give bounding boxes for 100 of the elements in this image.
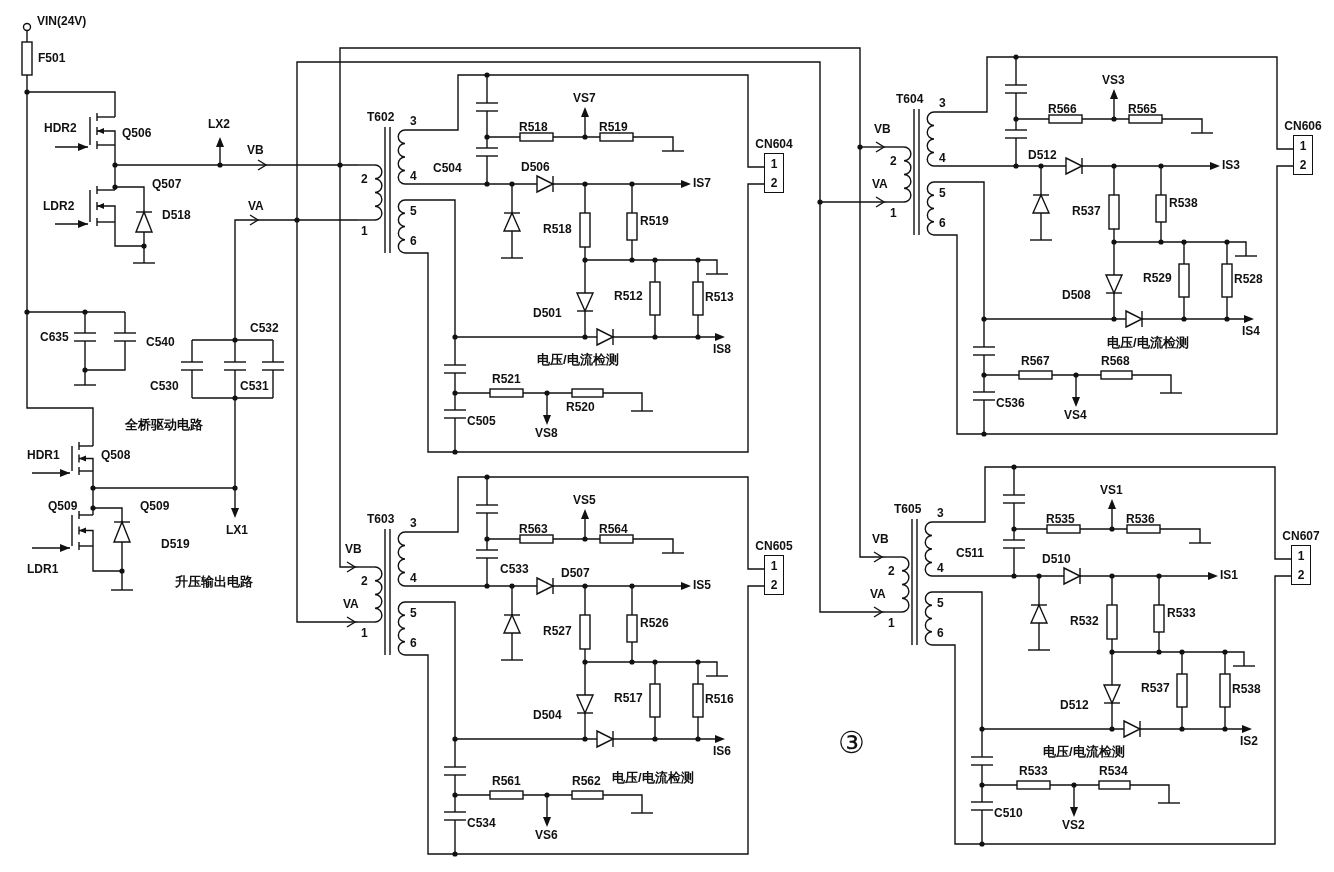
part-label: D507 bbox=[561, 567, 590, 579]
signal-label: IS1 bbox=[1220, 569, 1238, 581]
part-label: C511 bbox=[956, 547, 985, 559]
pin-number: 6 bbox=[410, 637, 417, 649]
part-label: D504 bbox=[533, 709, 562, 721]
pin-number: 2 bbox=[361, 173, 368, 185]
connector-box: 1 2 bbox=[764, 555, 784, 595]
part-label: R567 bbox=[1021, 355, 1050, 367]
part-label: R533 bbox=[1167, 607, 1196, 619]
connector-label: CN604 bbox=[755, 137, 793, 151]
signal-label: IS4 bbox=[1242, 325, 1260, 337]
part-label: R534 bbox=[1099, 765, 1128, 777]
part-label: R561 bbox=[492, 775, 521, 787]
part-label: Q509 bbox=[140, 500, 170, 512]
part-label: T603 bbox=[367, 513, 395, 525]
signal-label: VB bbox=[247, 144, 264, 156]
signal-label: IS7 bbox=[693, 177, 711, 189]
part-label: R562 bbox=[572, 775, 601, 787]
part-label: R520 bbox=[566, 401, 595, 413]
part-label: D512 bbox=[1060, 699, 1089, 711]
part-label: C635 bbox=[40, 331, 69, 343]
part-label: R565 bbox=[1128, 103, 1157, 115]
part-label: T602 bbox=[367, 111, 395, 123]
signal-label: VS4 bbox=[1064, 409, 1087, 421]
pin-number: 5 bbox=[939, 187, 946, 199]
signal-label: IS5 bbox=[693, 579, 711, 591]
part-label: D512 bbox=[1028, 149, 1057, 161]
connector-label: CN605 bbox=[755, 539, 793, 553]
part-label: R526 bbox=[640, 617, 669, 629]
pin-number: 2 bbox=[888, 565, 895, 577]
part-label: R529 bbox=[1143, 272, 1172, 284]
part-label: R518 bbox=[519, 121, 548, 133]
pin-number: 1 bbox=[361, 627, 368, 639]
pin-number: 2 bbox=[890, 155, 897, 167]
part-label: T605 bbox=[894, 503, 922, 515]
circuit-note: 电压/电流检测 bbox=[1107, 336, 1189, 349]
signal-label: HDR1 bbox=[27, 449, 60, 461]
signal-label: IS6 bbox=[713, 745, 731, 757]
part-label: D519 bbox=[161, 538, 190, 550]
pin-number: 4 bbox=[939, 152, 946, 164]
connector-label: CN607 bbox=[1282, 529, 1320, 543]
pin-number: 4 bbox=[410, 572, 417, 584]
signal-label: LDR2 bbox=[43, 200, 75, 212]
circuit-note: 全桥驱动电路 bbox=[125, 418, 203, 431]
part-label: R538 bbox=[1232, 683, 1261, 695]
part-label: R563 bbox=[519, 523, 548, 535]
part-label: R538 bbox=[1169, 197, 1198, 209]
circuit-note: 电压/电流检测 bbox=[537, 353, 619, 366]
signal-label: VA bbox=[872, 178, 888, 190]
pin-number: 6 bbox=[410, 235, 417, 247]
part-label: R533 bbox=[1019, 765, 1048, 777]
part-label: R518 bbox=[543, 223, 572, 235]
part-label: C504 bbox=[433, 162, 462, 174]
part-label: C510 bbox=[994, 807, 1023, 819]
part-label: C532 bbox=[250, 322, 279, 334]
part-label: Q506 bbox=[122, 127, 152, 139]
part-label: R527 bbox=[543, 625, 572, 637]
part-label: T604 bbox=[896, 93, 924, 105]
pin-number: 5 bbox=[937, 597, 944, 609]
part-label: C531 bbox=[240, 380, 269, 392]
signal-label: LX1 bbox=[226, 524, 248, 536]
pin-number: 5 bbox=[410, 205, 417, 217]
connector-box: 1 2 bbox=[1293, 135, 1313, 175]
pin-number: 3 bbox=[410, 517, 417, 529]
pin-number: 3 bbox=[937, 507, 944, 519]
pin-number: 4 bbox=[410, 170, 417, 182]
pin-number: 1 bbox=[890, 207, 897, 219]
part-label: C533 bbox=[500, 563, 529, 575]
part-label: R519 bbox=[599, 121, 628, 133]
connector-label: CN606 bbox=[1284, 119, 1322, 133]
pin-number: 1 bbox=[361, 225, 368, 237]
signal-label: VIN(24V) bbox=[37, 15, 87, 27]
part-label: R535 bbox=[1046, 513, 1075, 525]
part-label: F501 bbox=[38, 52, 66, 64]
signal-label: VA bbox=[343, 598, 359, 610]
signal-label: LDR1 bbox=[27, 563, 59, 575]
part-label: R516 bbox=[705, 693, 734, 705]
connector-box: 1 2 bbox=[764, 153, 784, 193]
part-label: C536 bbox=[996, 397, 1025, 409]
part-label: R513 bbox=[705, 291, 734, 303]
pin-number: 1 bbox=[888, 617, 895, 629]
signal-label: VS3 bbox=[1102, 74, 1125, 86]
part-label: R566 bbox=[1048, 103, 1077, 115]
signal-label: VS7 bbox=[573, 92, 596, 104]
part-label: D506 bbox=[521, 161, 550, 173]
part-label: R537 bbox=[1141, 682, 1170, 694]
pin-number: 4 bbox=[937, 562, 944, 574]
part-label: R532 bbox=[1070, 615, 1099, 627]
part-label: R517 bbox=[614, 692, 643, 704]
pin-number: 6 bbox=[939, 217, 946, 229]
signal-label: VA bbox=[248, 200, 264, 212]
signal-label: IS3 bbox=[1222, 159, 1240, 171]
part-label: D510 bbox=[1042, 553, 1071, 565]
part-label: R521 bbox=[492, 373, 521, 385]
circuit-note: 电压/电流检测 bbox=[612, 771, 694, 784]
pin-number: 3 bbox=[939, 97, 946, 109]
pin-number: 5 bbox=[410, 607, 417, 619]
part-label: R528 bbox=[1234, 273, 1263, 285]
part-label: C530 bbox=[150, 380, 179, 392]
figure-number: ③ bbox=[838, 728, 865, 758]
